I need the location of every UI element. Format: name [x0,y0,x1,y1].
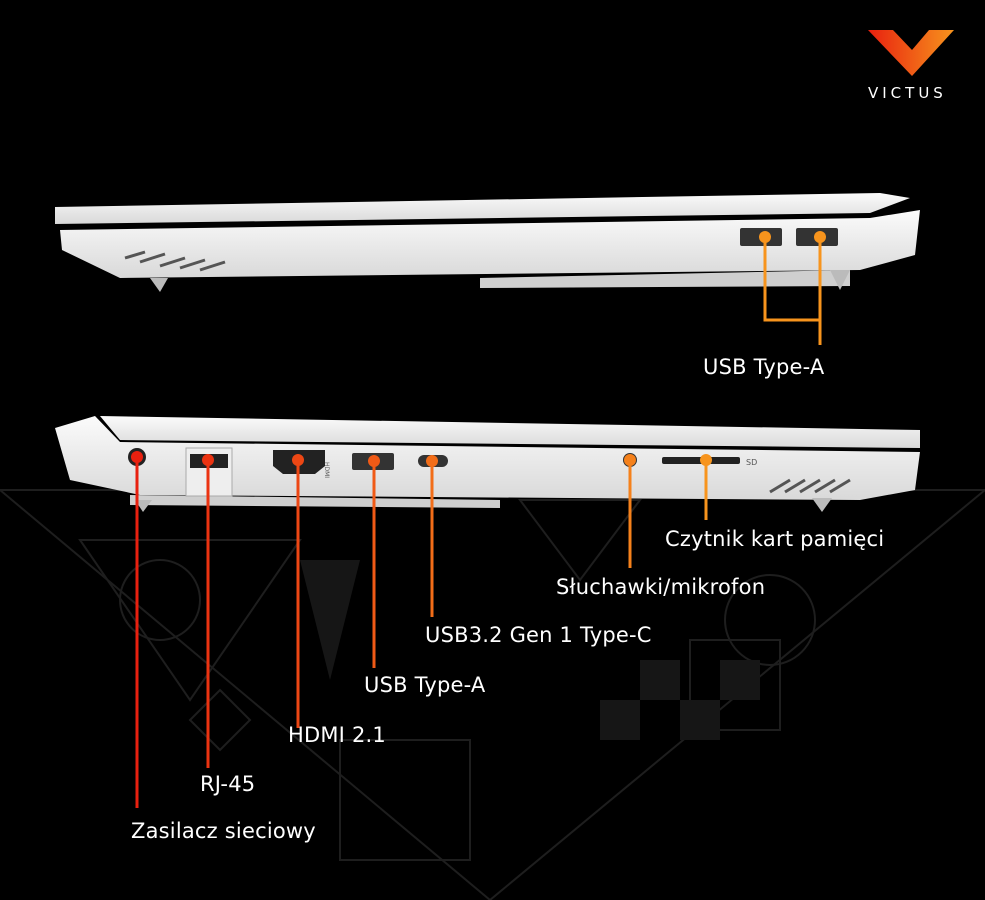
brand-wordmark: VICTUS [868,84,947,102]
label-power: Zasilacz sieciowy [131,819,316,843]
laptop-left-side [55,416,920,512]
callout-dot [426,455,438,467]
label-right-usb-type-a: USB Type-A [703,355,825,379]
label-usb-c: USB3.2 Gen 1 Type-C [425,623,652,647]
callout-dot [202,454,214,466]
callout-dot [759,231,771,243]
callout-dot [131,451,143,463]
callout-line [763,237,822,345]
laptop-right-side [55,193,920,292]
callout-dot [292,454,304,466]
sd-marking: SD [746,458,757,467]
label-hdmi: HDMI 2.1 [288,723,386,747]
victus-logo-icon [868,30,954,76]
label-usb-type-a: USB Type-A [364,673,486,697]
label-sd-reader: Czytnik kart pamięci [665,527,885,551]
callout-dot [700,454,712,466]
callout-dot [368,455,380,467]
callout-dot [814,231,826,243]
label-audio: Słuchawki/mikrofon [556,575,766,599]
hdmi-marking: HDMI [323,462,330,478]
label-rj45: RJ-45 [200,772,256,796]
callout-dot [624,454,636,466]
